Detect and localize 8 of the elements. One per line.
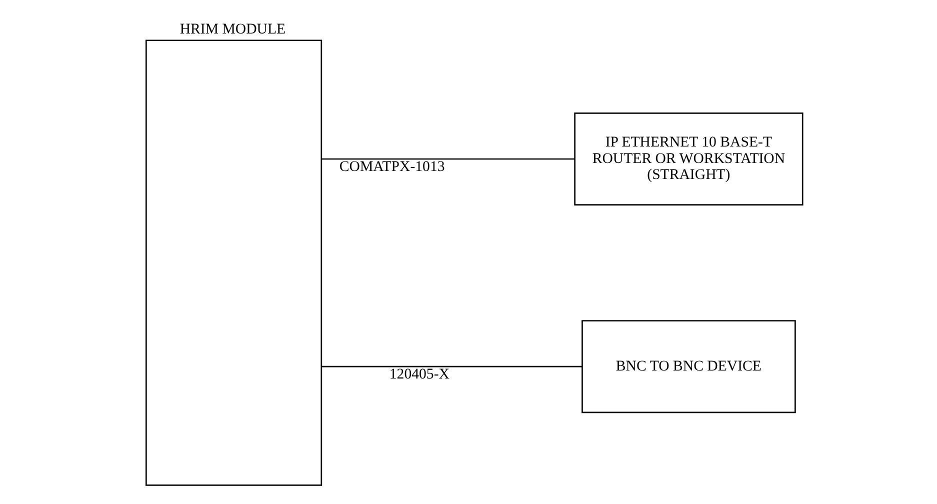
edge-label: 120405-X: [388, 366, 449, 382]
edge-label: COMATPX-1013: [338, 158, 444, 175]
node-box: IP ETHERNET 10 BASE-T ROUTER OR WORKSTATION (STRAIGHT): [574, 112, 803, 206]
node-label: HRIM MODULE: [179, 21, 286, 38]
connector: [321, 158, 574, 160]
node-box: [145, 40, 322, 486]
node-box: BNC TO BNC DEVICE: [581, 320, 796, 414]
connector: [321, 366, 582, 368]
